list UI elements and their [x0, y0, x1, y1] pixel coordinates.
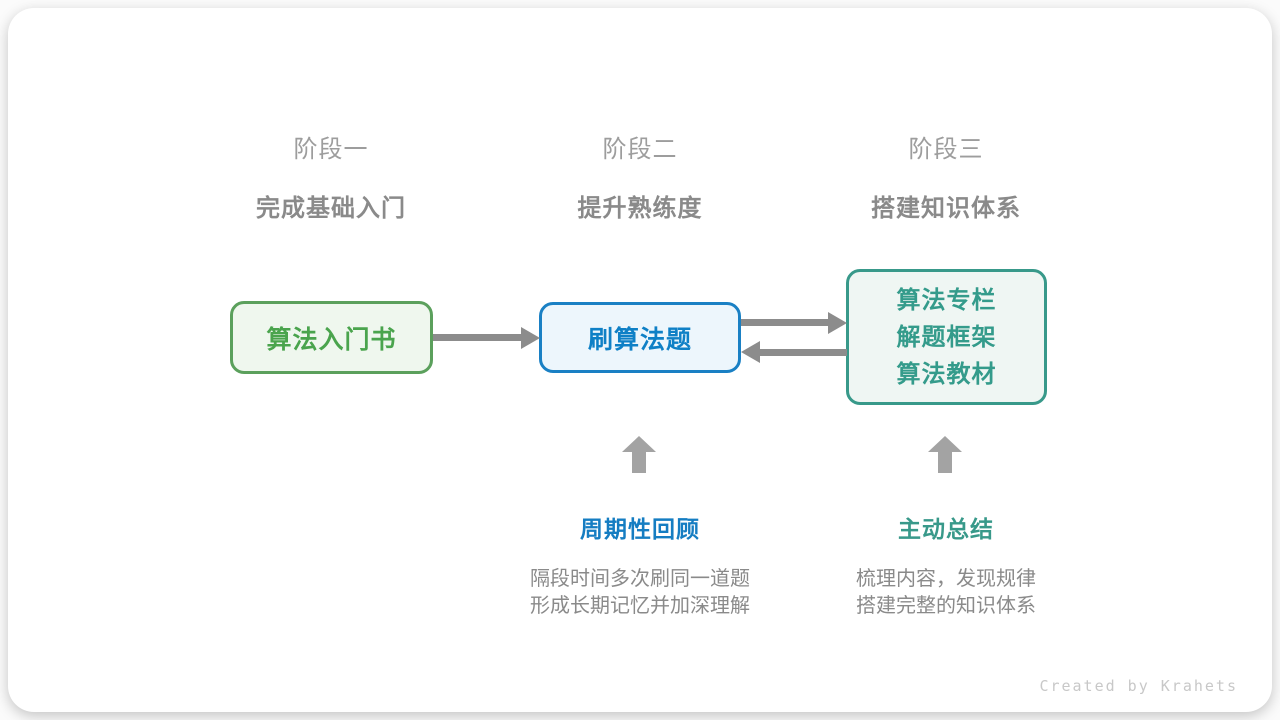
knowledge-system-line-1: 算法专栏 [896, 286, 997, 314]
review-annotation: 周期性回顾 隔段时间多次刷同一道题 形成长期记忆并加深理解 [480, 510, 800, 620]
intro-book-box: 算法入门书 [230, 301, 433, 374]
knowledge-system-line-3: 算法教材 [896, 360, 997, 388]
stage-2-subtitle: 提升熟练度 [577, 195, 703, 222]
arrow-intro-to-practice-head-icon [521, 327, 540, 349]
knowledge-system-line-2: 解题框架 [896, 323, 997, 351]
arrow-practice-to-system-head-icon [828, 312, 847, 334]
review-description: 隔段时间多次刷同一道题 形成长期记忆并加深理解 [480, 566, 800, 620]
arrow-system-to-practice [759, 349, 847, 356]
practice-problems-box: 刷算法题 [539, 302, 741, 373]
up-arrow-summary-stem [938, 452, 952, 473]
credit-text: Created by Krahets [1039, 677, 1238, 695]
stage-3-subtitle: 搭建知识体系 [871, 195, 1021, 222]
stage-1-subtitle: 完成基础入门 [256, 195, 406, 222]
arrow-practice-to-system [741, 319, 829, 326]
knowledge-system-box: 算法专栏 解题框架 算法教材 [846, 269, 1047, 405]
stage-1-header: 阶段一 完成基础入门 [171, 129, 491, 223]
stage-2-header: 阶段二 提升熟练度 [480, 129, 800, 223]
arrow-intro-to-practice [433, 334, 522, 341]
intro-book-label: 算法入门书 [266, 325, 397, 354]
stage-2-label: 阶段二 [602, 136, 678, 163]
stage-3-label: 阶段三 [908, 136, 984, 163]
practice-problems-label: 刷算法题 [587, 325, 692, 354]
up-arrow-summary-icon [928, 436, 962, 452]
summary-title: 主动总结 [898, 516, 994, 542]
review-description-line-2: 形成长期记忆并加深理解 [530, 595, 750, 617]
up-arrow-review-icon [622, 436, 656, 452]
up-arrow-review-stem [632, 452, 646, 473]
stage-3-header: 阶段三 搭建知识体系 [786, 129, 1106, 223]
review-description-line-1: 隔段时间多次刷同一道题 [530, 568, 750, 590]
review-title: 周期性回顾 [580, 516, 700, 542]
summary-description-line-2: 搭建完整的知识体系 [856, 595, 1036, 617]
stage-1-label: 阶段一 [293, 136, 369, 163]
summary-description: 梳理内容，发现规律 搭建完整的知识体系 [786, 566, 1106, 620]
summary-annotation: 主动总结 梳理内容，发现规律 搭建完整的知识体系 [786, 510, 1106, 620]
summary-description-line-1: 梳理内容，发现规律 [856, 568, 1036, 590]
arrow-system-to-practice-head-icon [741, 341, 760, 363]
